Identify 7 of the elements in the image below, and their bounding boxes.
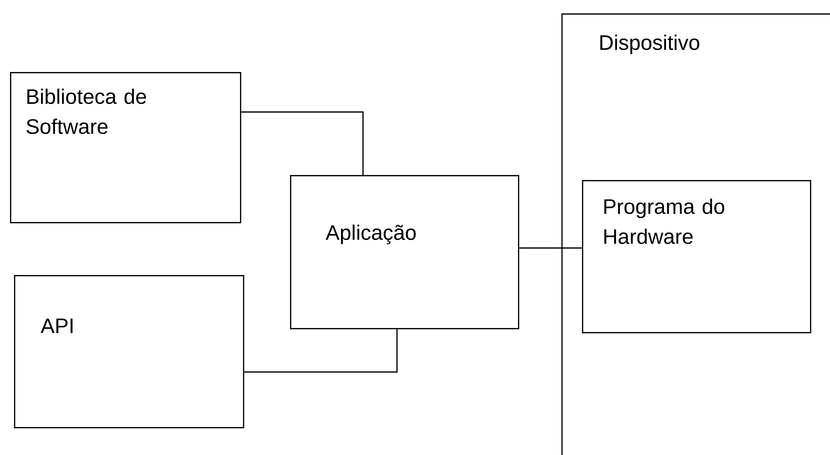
box: Aplicação: [290, 175, 520, 330]
connector-line: [241, 111, 364, 175]
box: API: [14, 275, 244, 428]
box: Programa do Hardware: [582, 180, 812, 334]
connector-line: [519, 247, 582, 249]
connector-line: [244, 329, 398, 373]
box: Biblioteca de Software: [10, 72, 242, 224]
